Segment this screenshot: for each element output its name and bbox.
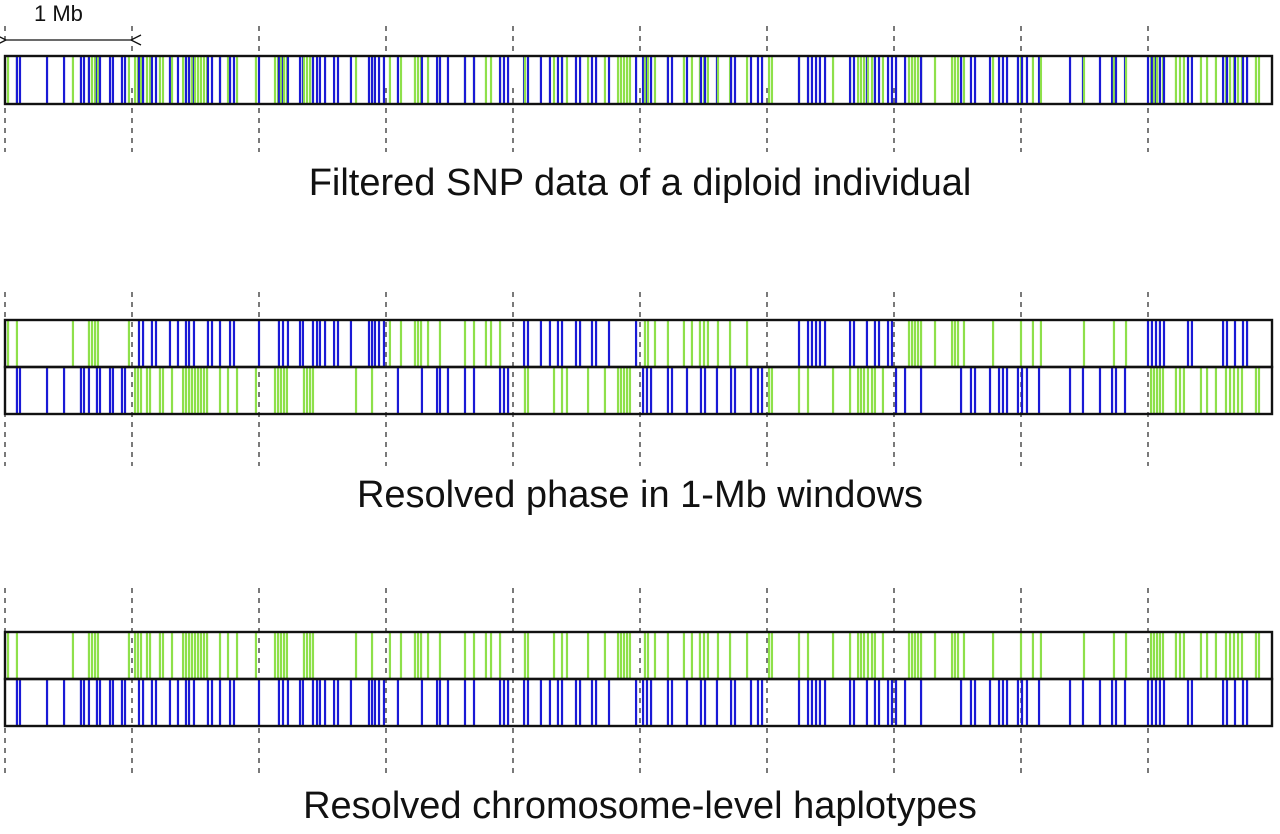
chromosome-bar-diploid bbox=[3, 54, 1274, 106]
haplotype-row-b bbox=[3, 677, 1274, 728]
caption-filtered-snps: Filtered SNP data of a diploid individua… bbox=[308, 162, 972, 204]
panel-phased-windows bbox=[3, 318, 1274, 416]
panel-chromosome-haplotypes bbox=[3, 630, 1274, 728]
panel-filtered-snps bbox=[3, 54, 1274, 106]
phased-row-bottom bbox=[3, 365, 1274, 416]
scale-bar-label: 1 Mb bbox=[34, 1, 83, 26]
window-dividers bbox=[4, 26, 1149, 778]
caption-chromosome-haplotypes: Resolved chromosome-level haplotypes bbox=[303, 785, 977, 827]
caption-phased-windows: Resolved phase in 1-Mb windows bbox=[356, 474, 924, 516]
